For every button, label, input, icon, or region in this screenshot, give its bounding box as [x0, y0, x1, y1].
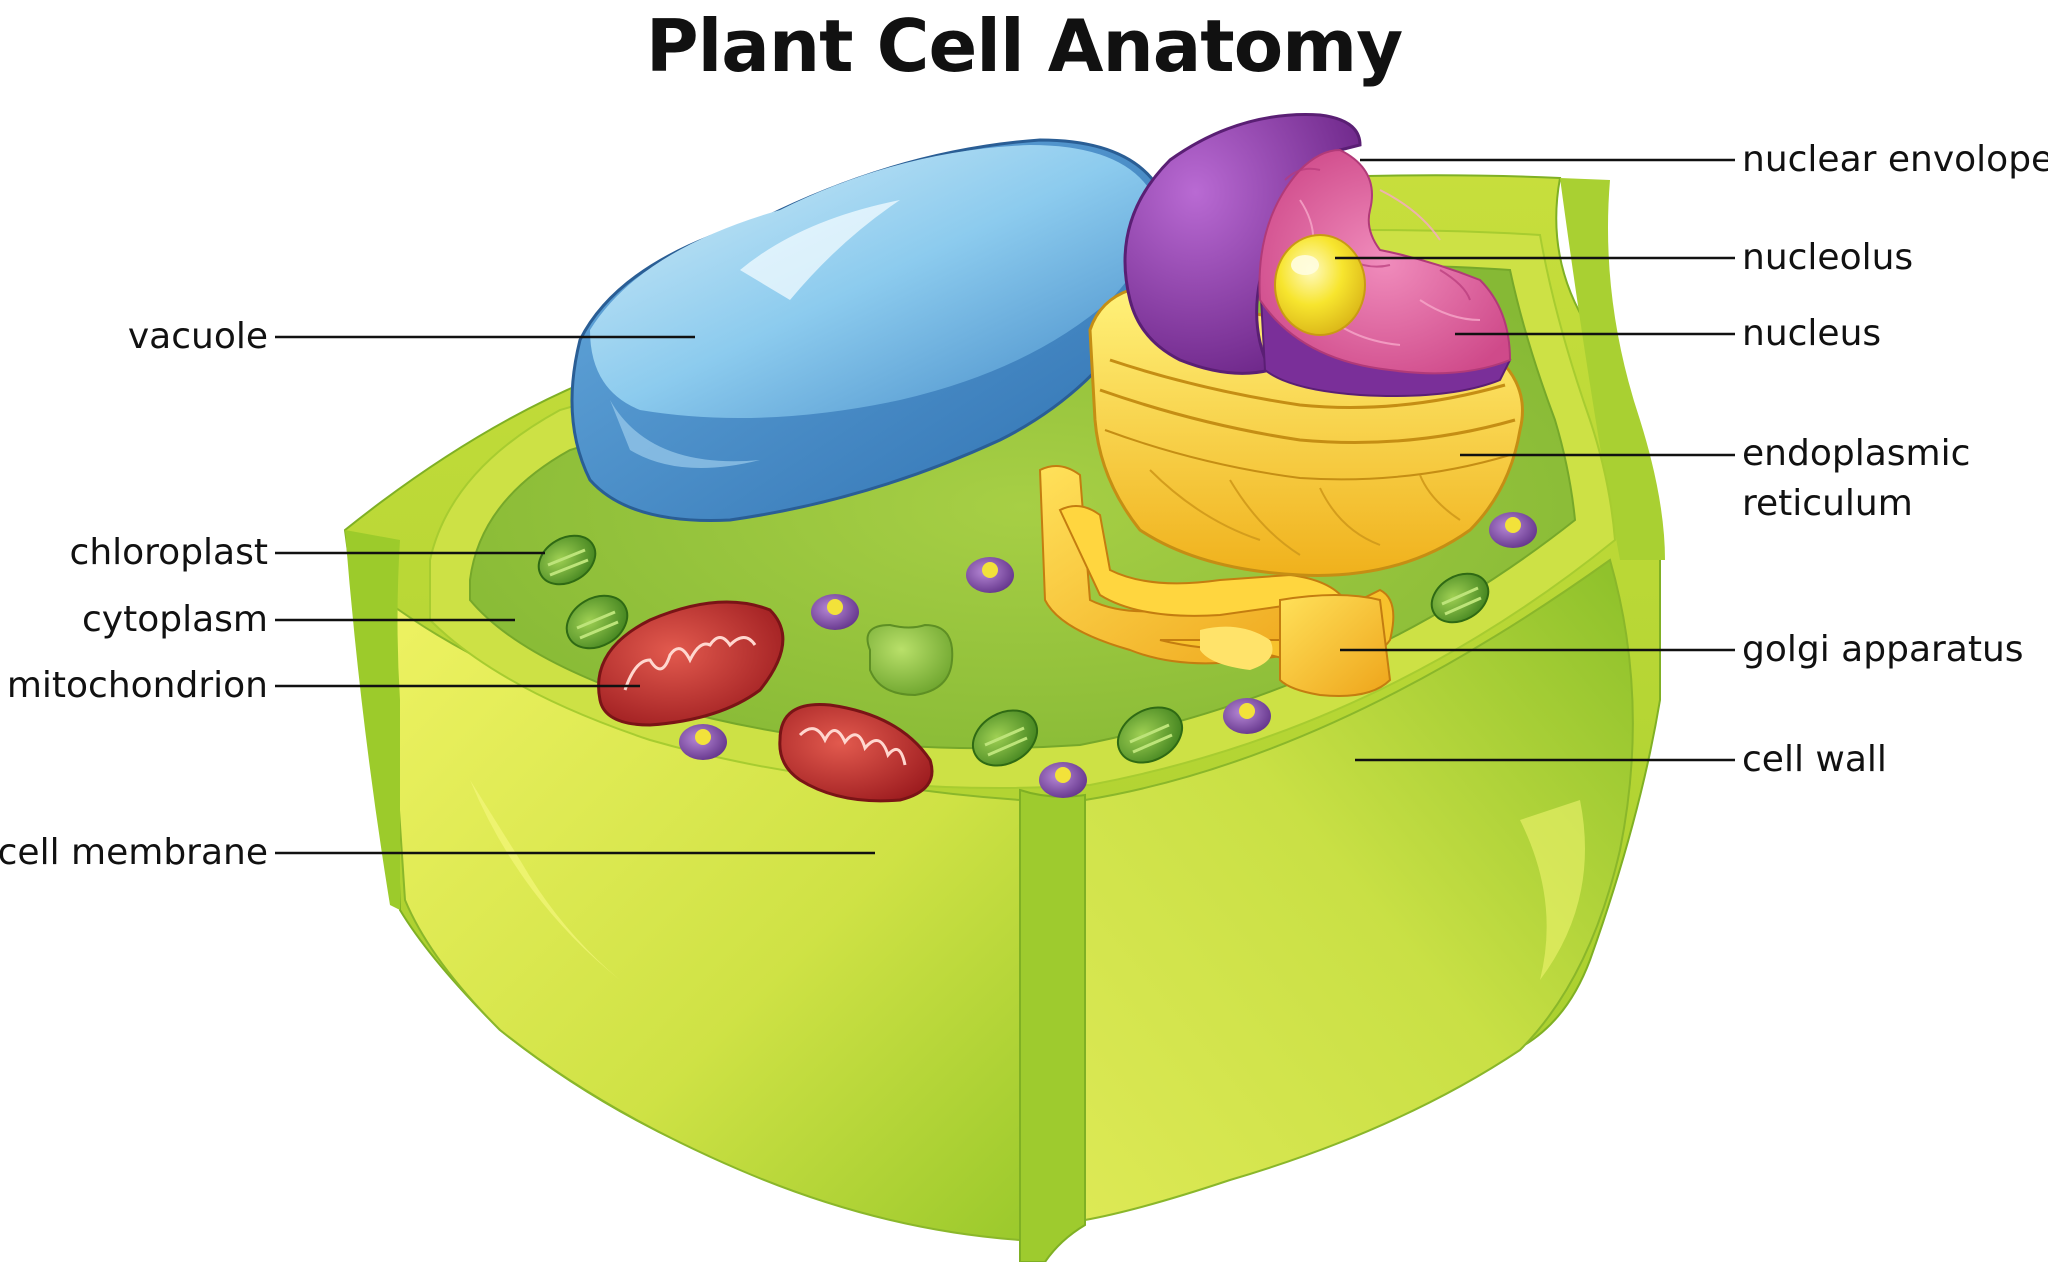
label-chloroplast: chloroplast	[69, 532, 268, 573]
nucleolus	[1274, 234, 1366, 336]
nucleus	[1088, 113, 1524, 577]
chloroplast-1	[537, 534, 597, 586]
vesicle	[1039, 762, 1087, 798]
cytoplasm-blob	[866, 623, 954, 697]
chloroplast-2	[565, 594, 629, 650]
diagram-title: Plant Cell Anatomy	[645, 4, 1403, 88]
mitochondrion-1	[597, 600, 785, 727]
mitochondrion-2	[778, 702, 934, 803]
vesicle	[811, 594, 859, 630]
label-golgi-apparatus: golgi apparatus	[1742, 629, 2024, 670]
label-cell-wall: cell wall	[1742, 739, 1887, 780]
vesicle	[966, 557, 1014, 593]
vesicle	[1489, 512, 1537, 548]
chloroplast-5	[1430, 572, 1490, 624]
vesicle	[679, 724, 727, 760]
label-nucleus: nucleus	[1742, 313, 1882, 354]
label-endoplasmic-reticulum-line1: endoplasmic	[1742, 433, 1971, 474]
label-cell-membrane: cell membrane	[0, 832, 268, 873]
label-endoplasmic-reticulum-line2: reticulum	[1742, 483, 1913, 524]
vesicle	[1223, 698, 1271, 734]
label-cytoplasm: cytoplasm	[82, 599, 268, 640]
chloroplast-3	[972, 709, 1038, 767]
vacuole	[570, 138, 1168, 522]
label-vacuole: vacuole	[127, 316, 268, 357]
leader-lines	[275, 158, 1735, 855]
label-mitochondrion: mitochondrion	[6, 665, 268, 706]
chloroplast-4	[1117, 706, 1183, 764]
label-nuclear-envelope: nuclear envolope	[1742, 139, 2048, 180]
golgi-apparatus	[1038, 465, 1395, 697]
label-nucleolus: nucleolus	[1742, 237, 1914, 278]
